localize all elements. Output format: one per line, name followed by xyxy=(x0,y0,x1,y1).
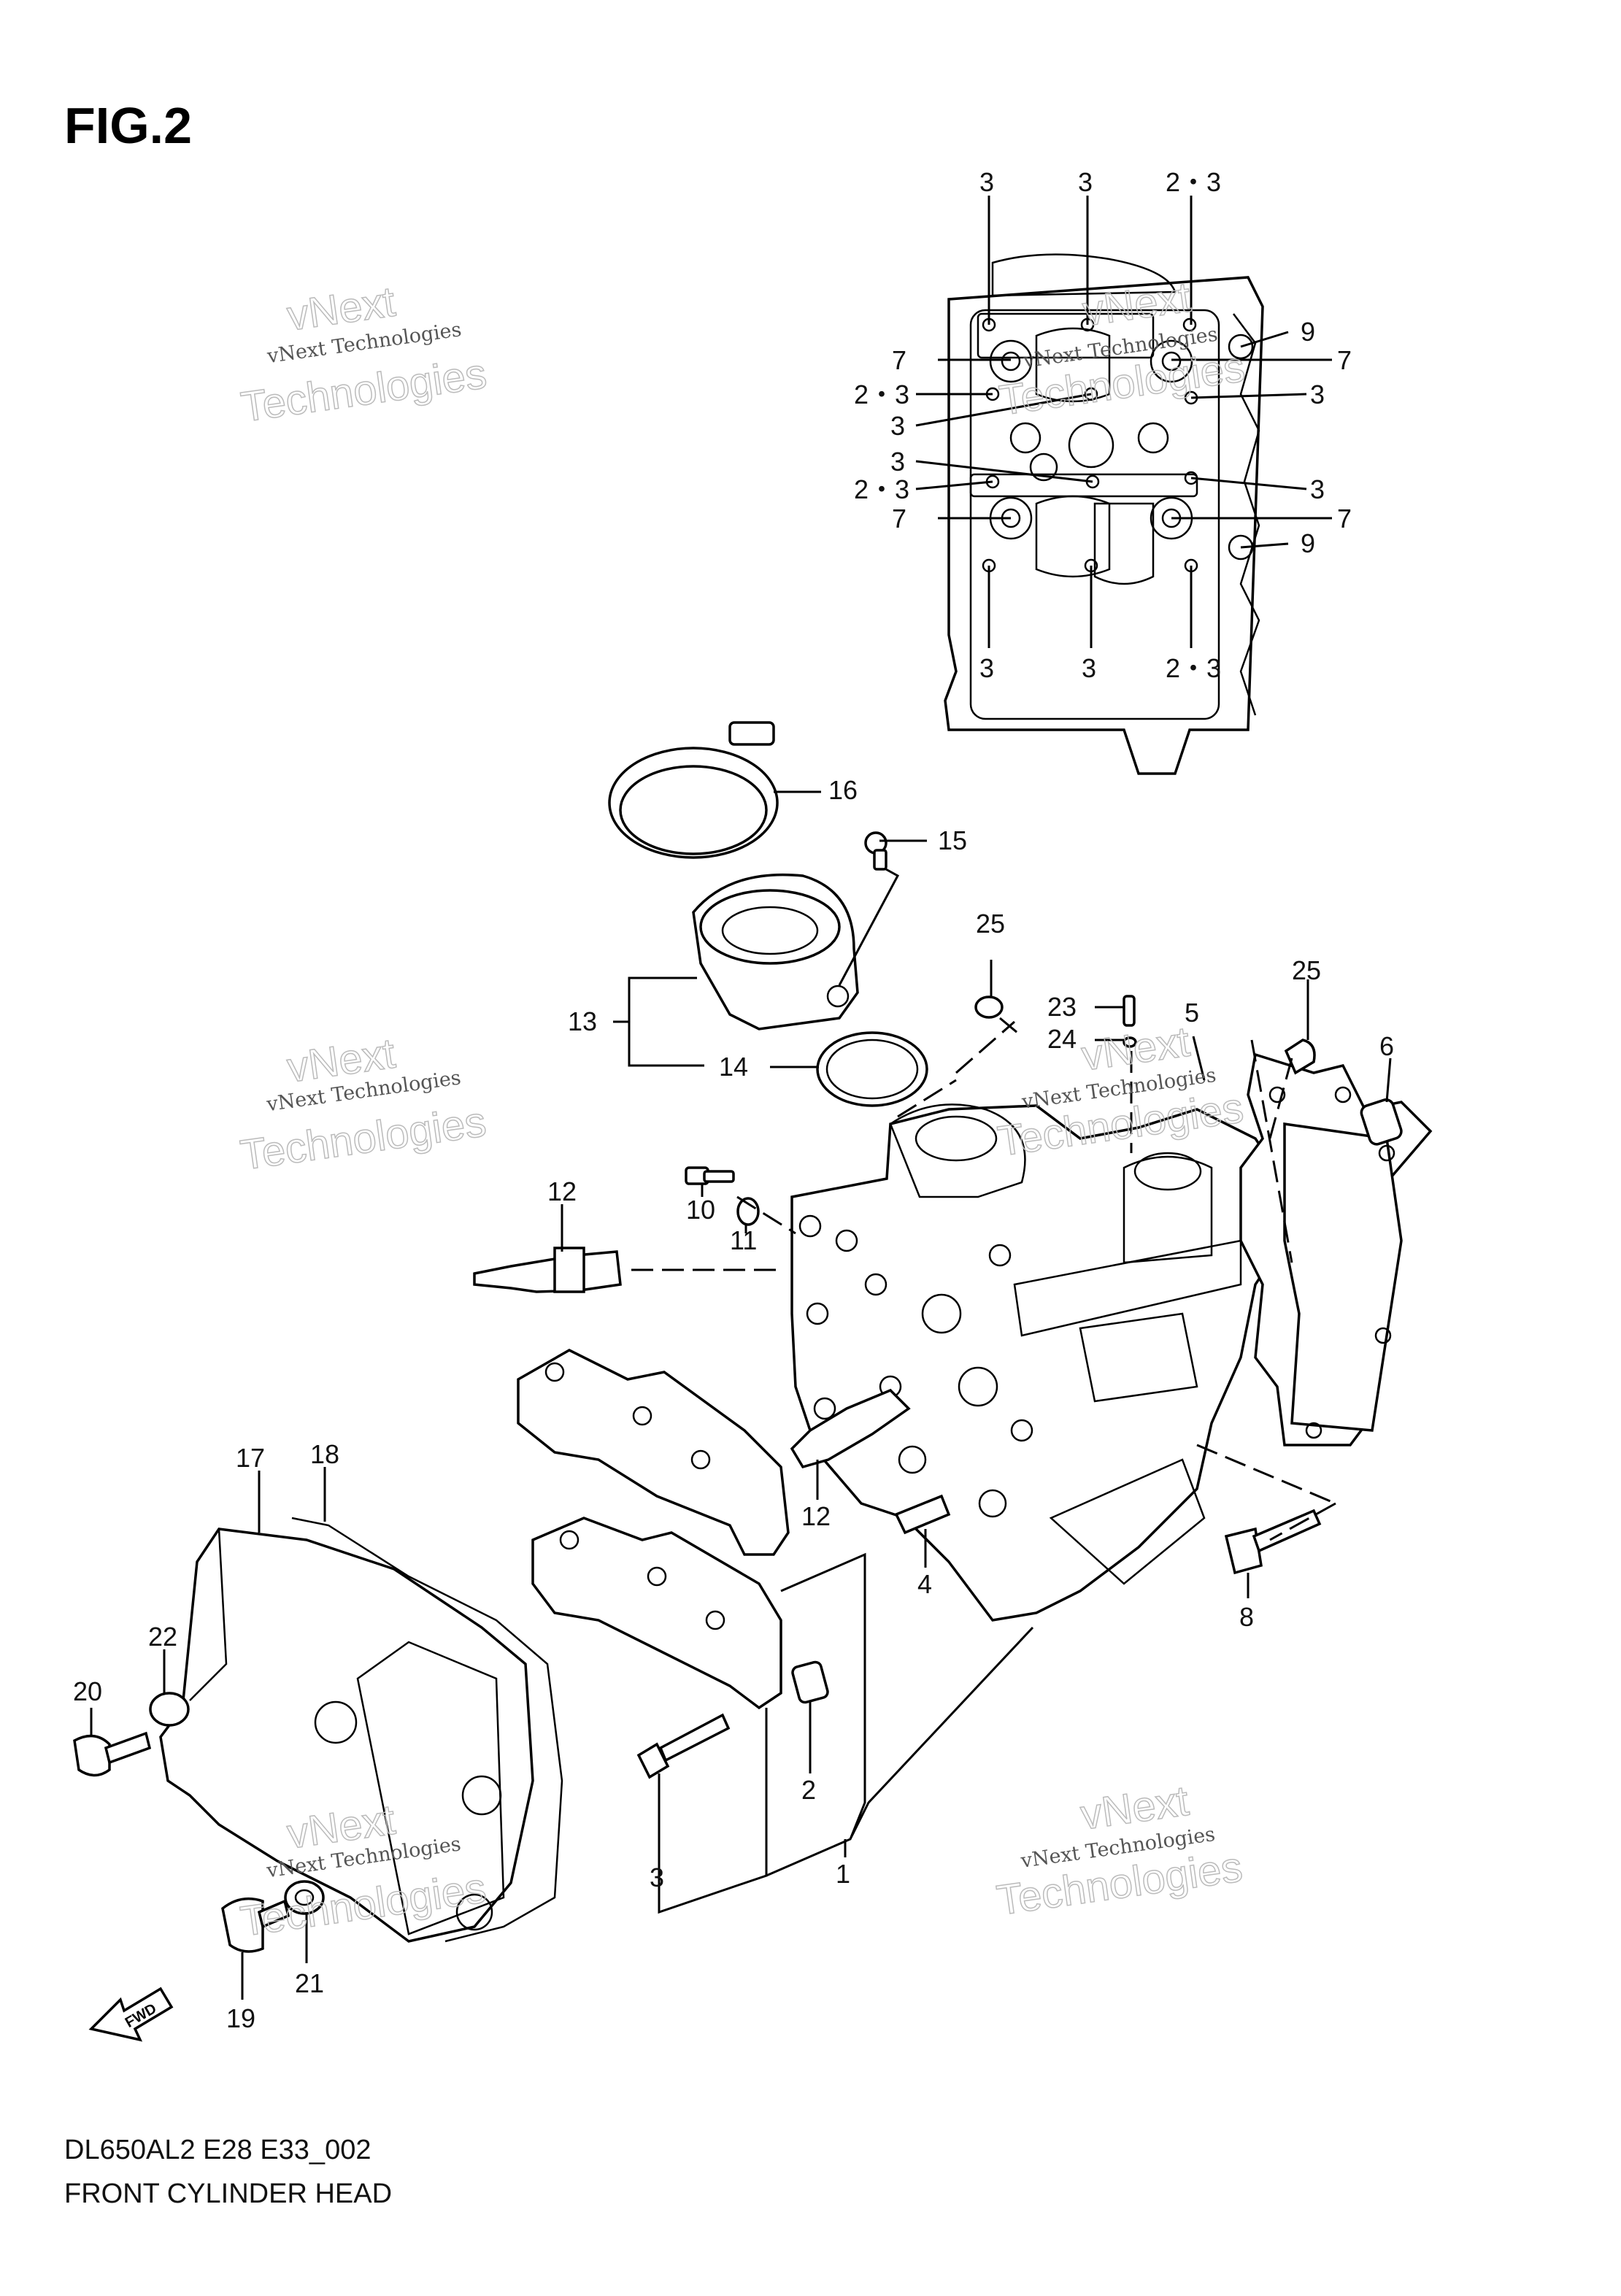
camshaft-holder-lower xyxy=(531,1517,782,1710)
callout-label: 23 xyxy=(1047,992,1077,1022)
callout-label: 11 xyxy=(730,1225,757,1255)
callout-label: 9 xyxy=(1301,317,1315,347)
callout-label: 19 xyxy=(226,2003,255,2033)
callout-label: 22 xyxy=(148,1622,177,1652)
callout-label: 3 xyxy=(979,167,994,197)
callout-label: 5 xyxy=(1185,998,1199,1028)
o-ring-part xyxy=(816,1031,928,1107)
cover-bolt-19 xyxy=(221,1897,290,1953)
cover-gasket-part xyxy=(291,1517,563,1943)
callout-label: 3 xyxy=(890,411,905,441)
callout-label: 6 xyxy=(1379,1031,1394,1061)
gasket-part xyxy=(1239,1052,1433,1446)
clamp-part xyxy=(608,721,779,859)
callout-label: 12 xyxy=(801,1501,831,1531)
callout-label: 3 xyxy=(1310,474,1325,504)
callout-label: 18 xyxy=(310,1439,339,1469)
diagram-caption: FRONT CYLINDER HEAD xyxy=(64,2178,392,2209)
spark-plug-upper xyxy=(473,1247,622,1293)
dowel-part-2 xyxy=(791,1660,829,1704)
exploded-callouts: 16 15 25 13 14 23 24 25 5 6 12 10 11 12 … xyxy=(73,775,1394,2033)
holder-bolt-part xyxy=(636,1713,731,1779)
callout-label: 8 xyxy=(1239,1602,1254,1632)
callout-label: 2・3 xyxy=(1166,653,1221,683)
top-view-callouts: 3 3 2・3 9 7 7 2・3 3 3 3 2・3 3 7 7 9 3 3 … xyxy=(854,167,1352,683)
figure-title: FIG.2 xyxy=(64,97,192,154)
diagram-code: DL650AL2 E28 E33_002 xyxy=(64,2135,371,2165)
callout-label: 2・3 xyxy=(854,474,909,504)
watermark-6: vNext vNext Technologies Technologies xyxy=(993,1776,1246,1925)
callout-label: 17 xyxy=(236,1443,265,1473)
callout-label: 3 xyxy=(1078,167,1093,197)
callout-label: 3 xyxy=(1310,380,1325,409)
callout-label: 2 xyxy=(801,1775,816,1805)
callout-label: 14 xyxy=(719,1052,748,1082)
callout-label: 7 xyxy=(892,345,906,375)
callout-label: 9 xyxy=(1301,528,1315,558)
cylinder-head-top-view xyxy=(944,253,1264,775)
bolt-part xyxy=(685,1166,735,1185)
callout-label: 16 xyxy=(828,775,858,805)
screw-part xyxy=(864,831,887,871)
callout-label: 15 xyxy=(938,825,967,855)
fwd-arrow-icon: FWD xyxy=(88,1987,174,2042)
callout-label: 7 xyxy=(892,504,906,533)
callout-label: 2・3 xyxy=(854,380,909,409)
cylinder-head-body xyxy=(790,1103,1286,1622)
cover-bolt-20 xyxy=(73,1731,152,1777)
fitting-part xyxy=(1123,995,1137,1048)
callout-label: 25 xyxy=(1292,955,1321,985)
washer-part xyxy=(736,1197,760,1226)
callout-label: 7 xyxy=(1337,345,1352,375)
callout-label: 7 xyxy=(1337,504,1352,533)
callout-label: 25 xyxy=(976,909,1005,939)
callout-label: 13 xyxy=(568,1006,597,1036)
callout-label: 10 xyxy=(686,1195,715,1225)
callout-label: 2・3 xyxy=(1166,167,1221,197)
callout-label: 21 xyxy=(295,1968,324,1998)
callout-label: 3 xyxy=(650,1862,664,1892)
spark-plug-lower xyxy=(790,1388,911,1469)
grommet-22 xyxy=(149,1692,190,1727)
callout-label: 3 xyxy=(890,447,905,477)
callout-label: 20 xyxy=(73,1676,102,1706)
watermark-3: vNext vNext Technologies Technologies xyxy=(237,1029,490,1180)
dowel-pin-part xyxy=(1360,1098,1403,1146)
guide-part xyxy=(894,1494,951,1535)
callout-label: 24 xyxy=(1047,1024,1077,1054)
washer-21 xyxy=(284,1880,325,1915)
callout-label: 1 xyxy=(836,1859,850,1889)
callout-label: 12 xyxy=(547,1176,577,1206)
cap-part-left xyxy=(974,995,1004,1019)
callout-label: 3 xyxy=(979,653,994,683)
camshaft-holder-upper xyxy=(517,1349,790,1556)
intake-pipe-part xyxy=(692,873,859,1030)
callout-label: 4 xyxy=(917,1569,932,1599)
watermark-1: vNext vNext Technologies Technologies xyxy=(237,277,490,432)
cap-part-right xyxy=(1284,1039,1316,1075)
exploded-leaders xyxy=(90,790,1392,2000)
top-view-leaders xyxy=(915,196,1332,648)
head-cover-part xyxy=(159,1528,534,1943)
callout-label: 3 xyxy=(1082,653,1096,683)
assembly-dashed-lines xyxy=(631,1017,1336,1541)
